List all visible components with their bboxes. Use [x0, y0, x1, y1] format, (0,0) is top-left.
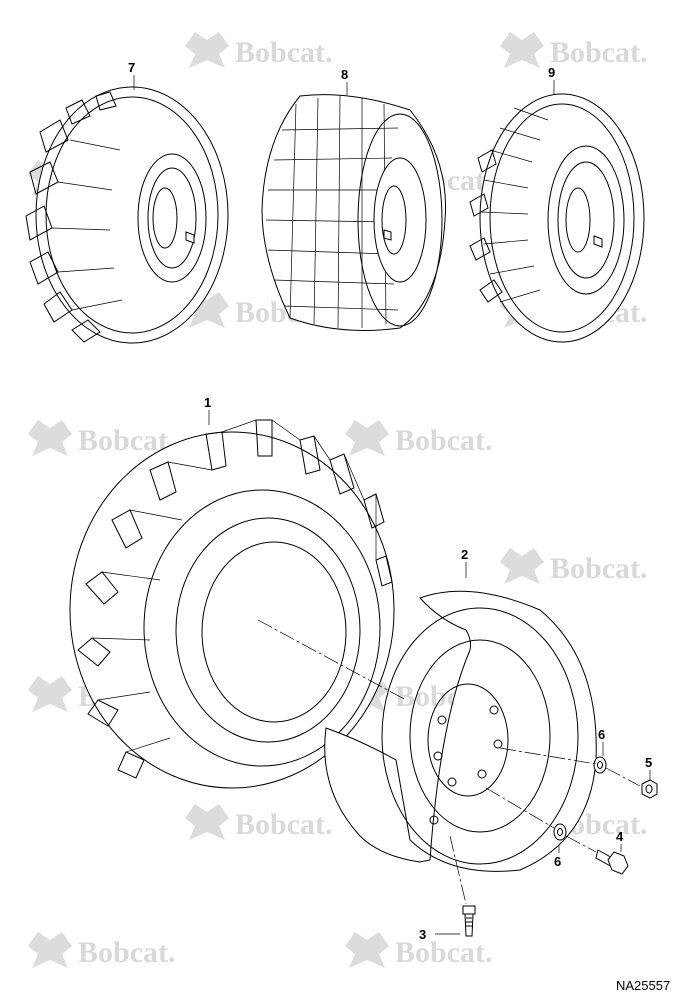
svg-text:Bobcat.: Bobcat. [235, 36, 333, 69]
svg-text:Bobcat.: Bobcat. [235, 808, 333, 841]
svg-text:Bobcat.: Bobcat. [395, 424, 493, 457]
svg-text:Bobcat.: Bobcat. [395, 936, 493, 969]
tire-7-illustration [25, 86, 229, 344]
callout-3: 3 [419, 927, 426, 942]
watermark: Bobcat. [345, 420, 493, 457]
valve-3-illustration [462, 905, 476, 937]
nut-5-illustration [641, 779, 658, 799]
svg-text:Bobcat.: Bobcat. [78, 936, 176, 969]
watermark: Bobcat. [185, 32, 333, 69]
watermark: Bobcat. [500, 548, 648, 585]
tire-9-illustration [469, 93, 645, 343]
watermark: Bobcat. [28, 932, 176, 969]
callout-7: 7 [128, 60, 135, 75]
rim-2-illustration [324, 590, 597, 872]
reference-number: NA25557 [616, 978, 670, 993]
callout-2: 2 [461, 547, 468, 562]
callout-5: 5 [645, 755, 652, 770]
watermark: Bobcat. [28, 420, 176, 457]
leader-lines [133, 75, 651, 935]
watermark: Bobcat. [500, 32, 648, 69]
callout-4: 4 [616, 829, 624, 844]
tire-8-illustration [261, 94, 447, 331]
callout-6a: 6 [598, 727, 605, 742]
callout-6b: 6 [554, 854, 561, 869]
svg-text:Bobcat.: Bobcat. [550, 36, 648, 69]
watermark: Bobcat. [185, 804, 333, 841]
watermark: Bobcat. [345, 932, 493, 969]
washer-6b-illustration [553, 823, 567, 841]
tire-1-illustration [69, 419, 395, 789]
callout-1: 1 [204, 395, 211, 410]
bolt-4-illustration [595, 849, 629, 875]
callout-8: 8 [341, 67, 348, 82]
callout-9: 9 [548, 65, 555, 80]
washer-6a-illustration [593, 756, 607, 774]
svg-text:Bobcat.: Bobcat. [550, 552, 648, 585]
